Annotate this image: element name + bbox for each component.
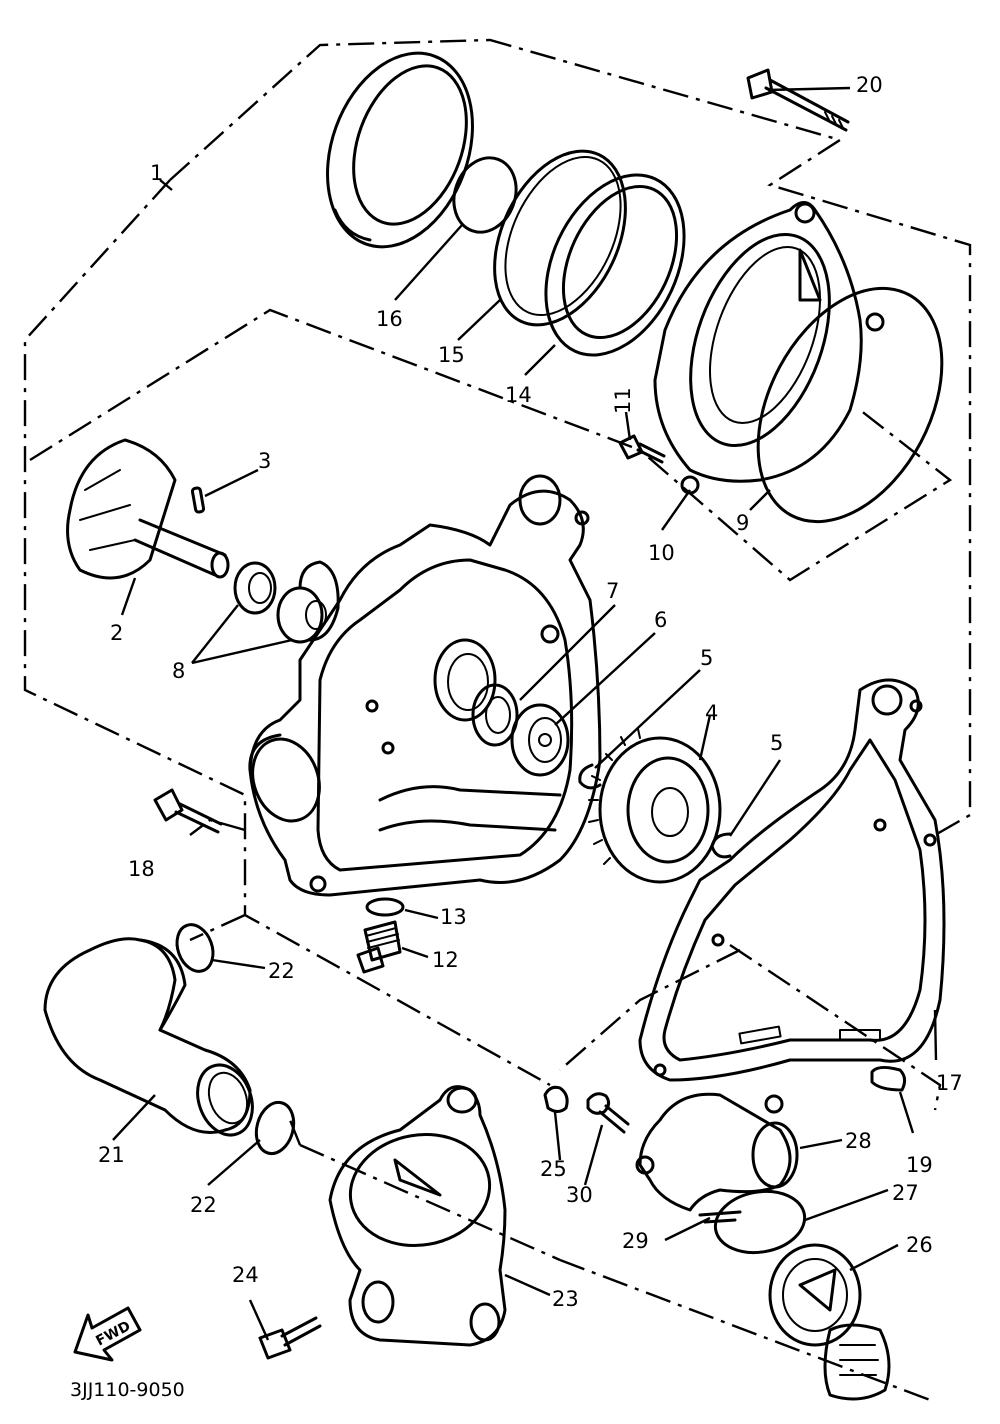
callout-labels: 1 20 16 15 14 11 10 9 3 2 8 7 6 5 4 5 18… <box>98 73 963 1311</box>
part-8-bearing-pair <box>233 560 340 644</box>
part-13-o-ring <box>365 897 405 917</box>
callout-5-upper: 5 <box>700 646 713 670</box>
callout-12: 12 <box>432 948 459 972</box>
part-18-bolt <box>153 788 223 834</box>
leader-lines <box>112 86 938 1341</box>
callout-5-lower: 5 <box>770 731 783 755</box>
callout-7: 7 <box>606 579 619 603</box>
callout-6: 6 <box>654 608 667 632</box>
callout-9: 9 <box>736 511 749 535</box>
part-24-bolt <box>258 1316 322 1360</box>
callout-17: 17 <box>936 1071 963 1095</box>
part-25-plug <box>543 1085 569 1113</box>
callout-4: 4 <box>705 701 718 725</box>
part-30-screw <box>586 1092 630 1134</box>
callout-10: 10 <box>648 541 675 565</box>
part-2-impeller-shaft <box>66 438 230 580</box>
part-27-seal <box>713 1189 807 1255</box>
part-16-seal-cap <box>326 51 518 249</box>
callout-16: 16 <box>376 307 403 331</box>
callout-29: 29 <box>622 1229 649 1253</box>
part-10-pump-cover <box>653 201 885 495</box>
part-23-thermostat-housing <box>328 1085 507 1347</box>
part-22-o-ring-lower <box>254 1100 296 1156</box>
part-22-o-ring-upper <box>175 923 215 973</box>
callout-1: 1 <box>150 161 163 185</box>
callout-20: 20 <box>856 73 883 97</box>
callout-14: 14 <box>505 383 532 407</box>
callout-3: 3 <box>258 449 271 473</box>
diagram-code: 3JJ110-9050 <box>70 1379 185 1401</box>
part-11-small-bolt <box>618 434 666 464</box>
callout-19: 19 <box>906 1153 933 1177</box>
part-3-pin <box>190 486 206 514</box>
callout-2: 2 <box>110 621 123 645</box>
part-20-long-bolt <box>746 68 850 132</box>
part-15-o-ring <box>493 149 627 327</box>
callout-15: 15 <box>438 343 465 367</box>
part-7-seal <box>471 683 519 747</box>
fwd-arrow-icon: FWD <box>73 1306 142 1362</box>
part-6-bearing <box>510 703 570 777</box>
part-26-thermostat <box>768 1243 891 1401</box>
callout-30: 30 <box>566 1183 593 1207</box>
part-4-drive-gear <box>588 728 722 884</box>
callout-18: 18 <box>128 857 155 881</box>
callout-22-lower: 22 <box>190 1193 217 1217</box>
part-17-gasket <box>638 678 946 1082</box>
part-28-outlet-pipe <box>635 1092 799 1212</box>
callout-24: 24 <box>232 1263 259 1287</box>
callout-21: 21 <box>98 1143 125 1167</box>
part-19-dowel <box>870 1065 907 1092</box>
callout-26: 26 <box>906 1233 933 1257</box>
callout-22-upper: 22 <box>268 959 295 983</box>
pump-housing-body <box>248 474 602 897</box>
part-9-large-o-ring <box>756 286 944 524</box>
part-12-drain-plug <box>356 920 402 974</box>
callout-11: 11 <box>611 387 635 414</box>
part-21-elbow-pipe <box>43 937 254 1137</box>
callout-13: 13 <box>440 905 467 929</box>
callout-25: 25 <box>540 1157 567 1181</box>
callout-27: 27 <box>892 1181 919 1205</box>
part-14-seal-ring <box>544 173 686 357</box>
callout-28: 28 <box>845 1129 872 1153</box>
part-5-circlip-upper <box>578 763 602 790</box>
callout-23: 23 <box>552 1287 579 1311</box>
callout-8: 8 <box>172 659 185 683</box>
